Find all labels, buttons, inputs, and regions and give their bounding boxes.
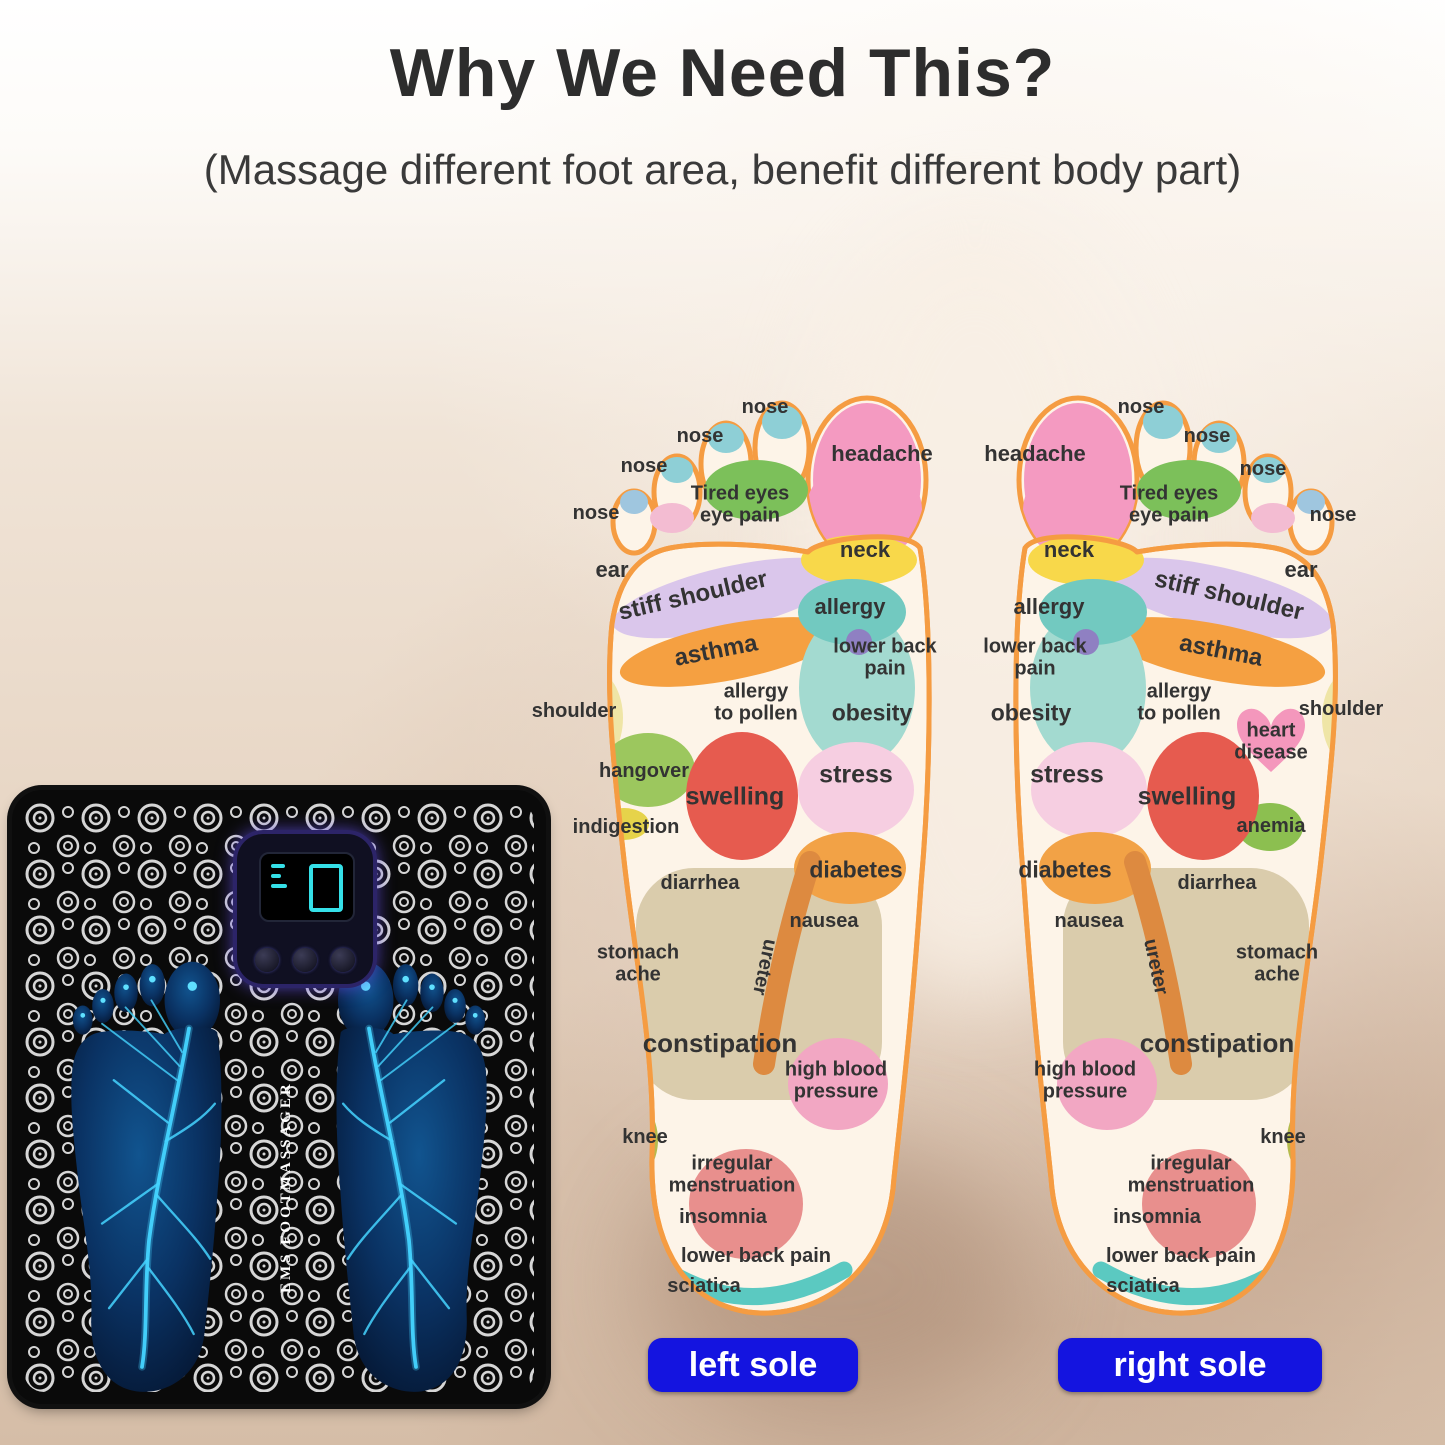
foot-zone-label: asthma	[672, 629, 760, 672]
foot-zone-label: sciatica	[1106, 1275, 1180, 1298]
display-segment	[271, 864, 285, 868]
foot-zone-label: stiff shoulder	[615, 565, 770, 626]
foot-zone-label: asthma	[1177, 629, 1265, 672]
foot-zone-label: knee	[1260, 1126, 1306, 1149]
foot-zone-label: lower back pain	[1105, 1245, 1257, 1268]
foot-zone-label: headache	[984, 441, 1086, 467]
foot-zone-label: indigestion	[572, 816, 680, 839]
foot-zone-label: insomnia	[1113, 1206, 1201, 1229]
foot-zone-label: neck	[839, 537, 891, 563]
foot-zone-label: knee	[622, 1126, 668, 1149]
foot-zone-label: stiff shoulder	[1152, 565, 1307, 626]
foot-zone-label: diabetes	[809, 856, 903, 883]
foot-zone-label: nausea	[789, 910, 859, 933]
product-panel: EMS FOOTMASSAGER	[12, 790, 546, 1404]
foot-zone-label: shoulder	[531, 700, 617, 723]
foot-zone-label: lower back pain	[680, 1245, 832, 1268]
display-segment	[271, 874, 281, 878]
device-button	[255, 948, 279, 972]
foot-zone-label: hangover	[598, 760, 690, 783]
device-button	[331, 948, 355, 972]
right-foot-diagram	[1013, 395, 1338, 1316]
foot-zone-label: constipation	[1139, 1027, 1295, 1058]
foot-zone-label: neck	[1043, 537, 1095, 563]
foot-zone-label: nose	[572, 502, 620, 525]
foot-zone-label: headache	[831, 441, 933, 467]
display-segment	[271, 884, 287, 888]
foot-zone-label: nose	[1309, 504, 1357, 527]
foot-zone-label: sciatica	[667, 1275, 741, 1298]
foot-zone-label: nose	[741, 396, 789, 419]
left-sole-button[interactable]: left sole	[648, 1338, 858, 1392]
foot-zone-label: ear	[595, 557, 629, 583]
foot-zone-label: diarrhea	[660, 872, 740, 895]
product-feet-illustration	[71, 961, 487, 1392]
device-screen	[259, 852, 355, 922]
foot-zone-label: stress	[819, 760, 893, 789]
foot-zone-label: swelling	[685, 782, 785, 811]
foot-zone-label: constipation	[642, 1027, 798, 1058]
foot-zone-label: obesity	[831, 699, 913, 726]
page-title: Why We Need This?	[389, 35, 1056, 111]
foot-zone-label: ureter	[1139, 936, 1173, 997]
foot-zone-label: anemia	[1236, 815, 1306, 838]
foot-zone-label: diarrhea	[1177, 872, 1257, 895]
display-digit	[309, 864, 343, 912]
foot-zone-label: shoulder	[1298, 698, 1384, 721]
left-foot-diagram	[607, 395, 932, 1316]
foot-zone-label: obesity	[990, 699, 1072, 726]
foot-zone-label: nose	[620, 455, 668, 478]
control-device	[237, 834, 373, 984]
device-button	[293, 948, 317, 972]
foot-zone-label: allergy	[1013, 594, 1085, 620]
foot-zone-label: nausea	[1054, 910, 1124, 933]
foot-zone-label: ureter	[748, 937, 782, 998]
foot-zone-label: nose	[1183, 425, 1231, 448]
foot-zone-label: stress	[1030, 760, 1104, 789]
foot-zone-label: nose	[1117, 396, 1165, 419]
foot-zone-label: diabetes	[1018, 856, 1112, 883]
foot-zone-label: swelling	[1137, 782, 1237, 811]
right-sole-button[interactable]: right sole	[1058, 1338, 1322, 1392]
foot-zone-label: ear	[1284, 557, 1318, 583]
foot-zone-label: nose	[1239, 458, 1287, 481]
brand-label: EMS FOOTMASSAGER	[278, 1081, 294, 1293]
foot-zone-label: insomnia	[679, 1206, 767, 1229]
foot-zone-label: nose	[676, 425, 724, 448]
foot-zone-label: allergy	[814, 594, 886, 620]
page-subtitle: (Massage different foot area, benefit di…	[203, 146, 1242, 193]
